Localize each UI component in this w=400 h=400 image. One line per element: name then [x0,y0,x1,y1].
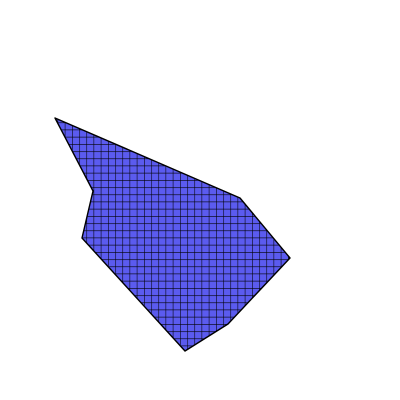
hatched-polygon [54,117,291,352]
